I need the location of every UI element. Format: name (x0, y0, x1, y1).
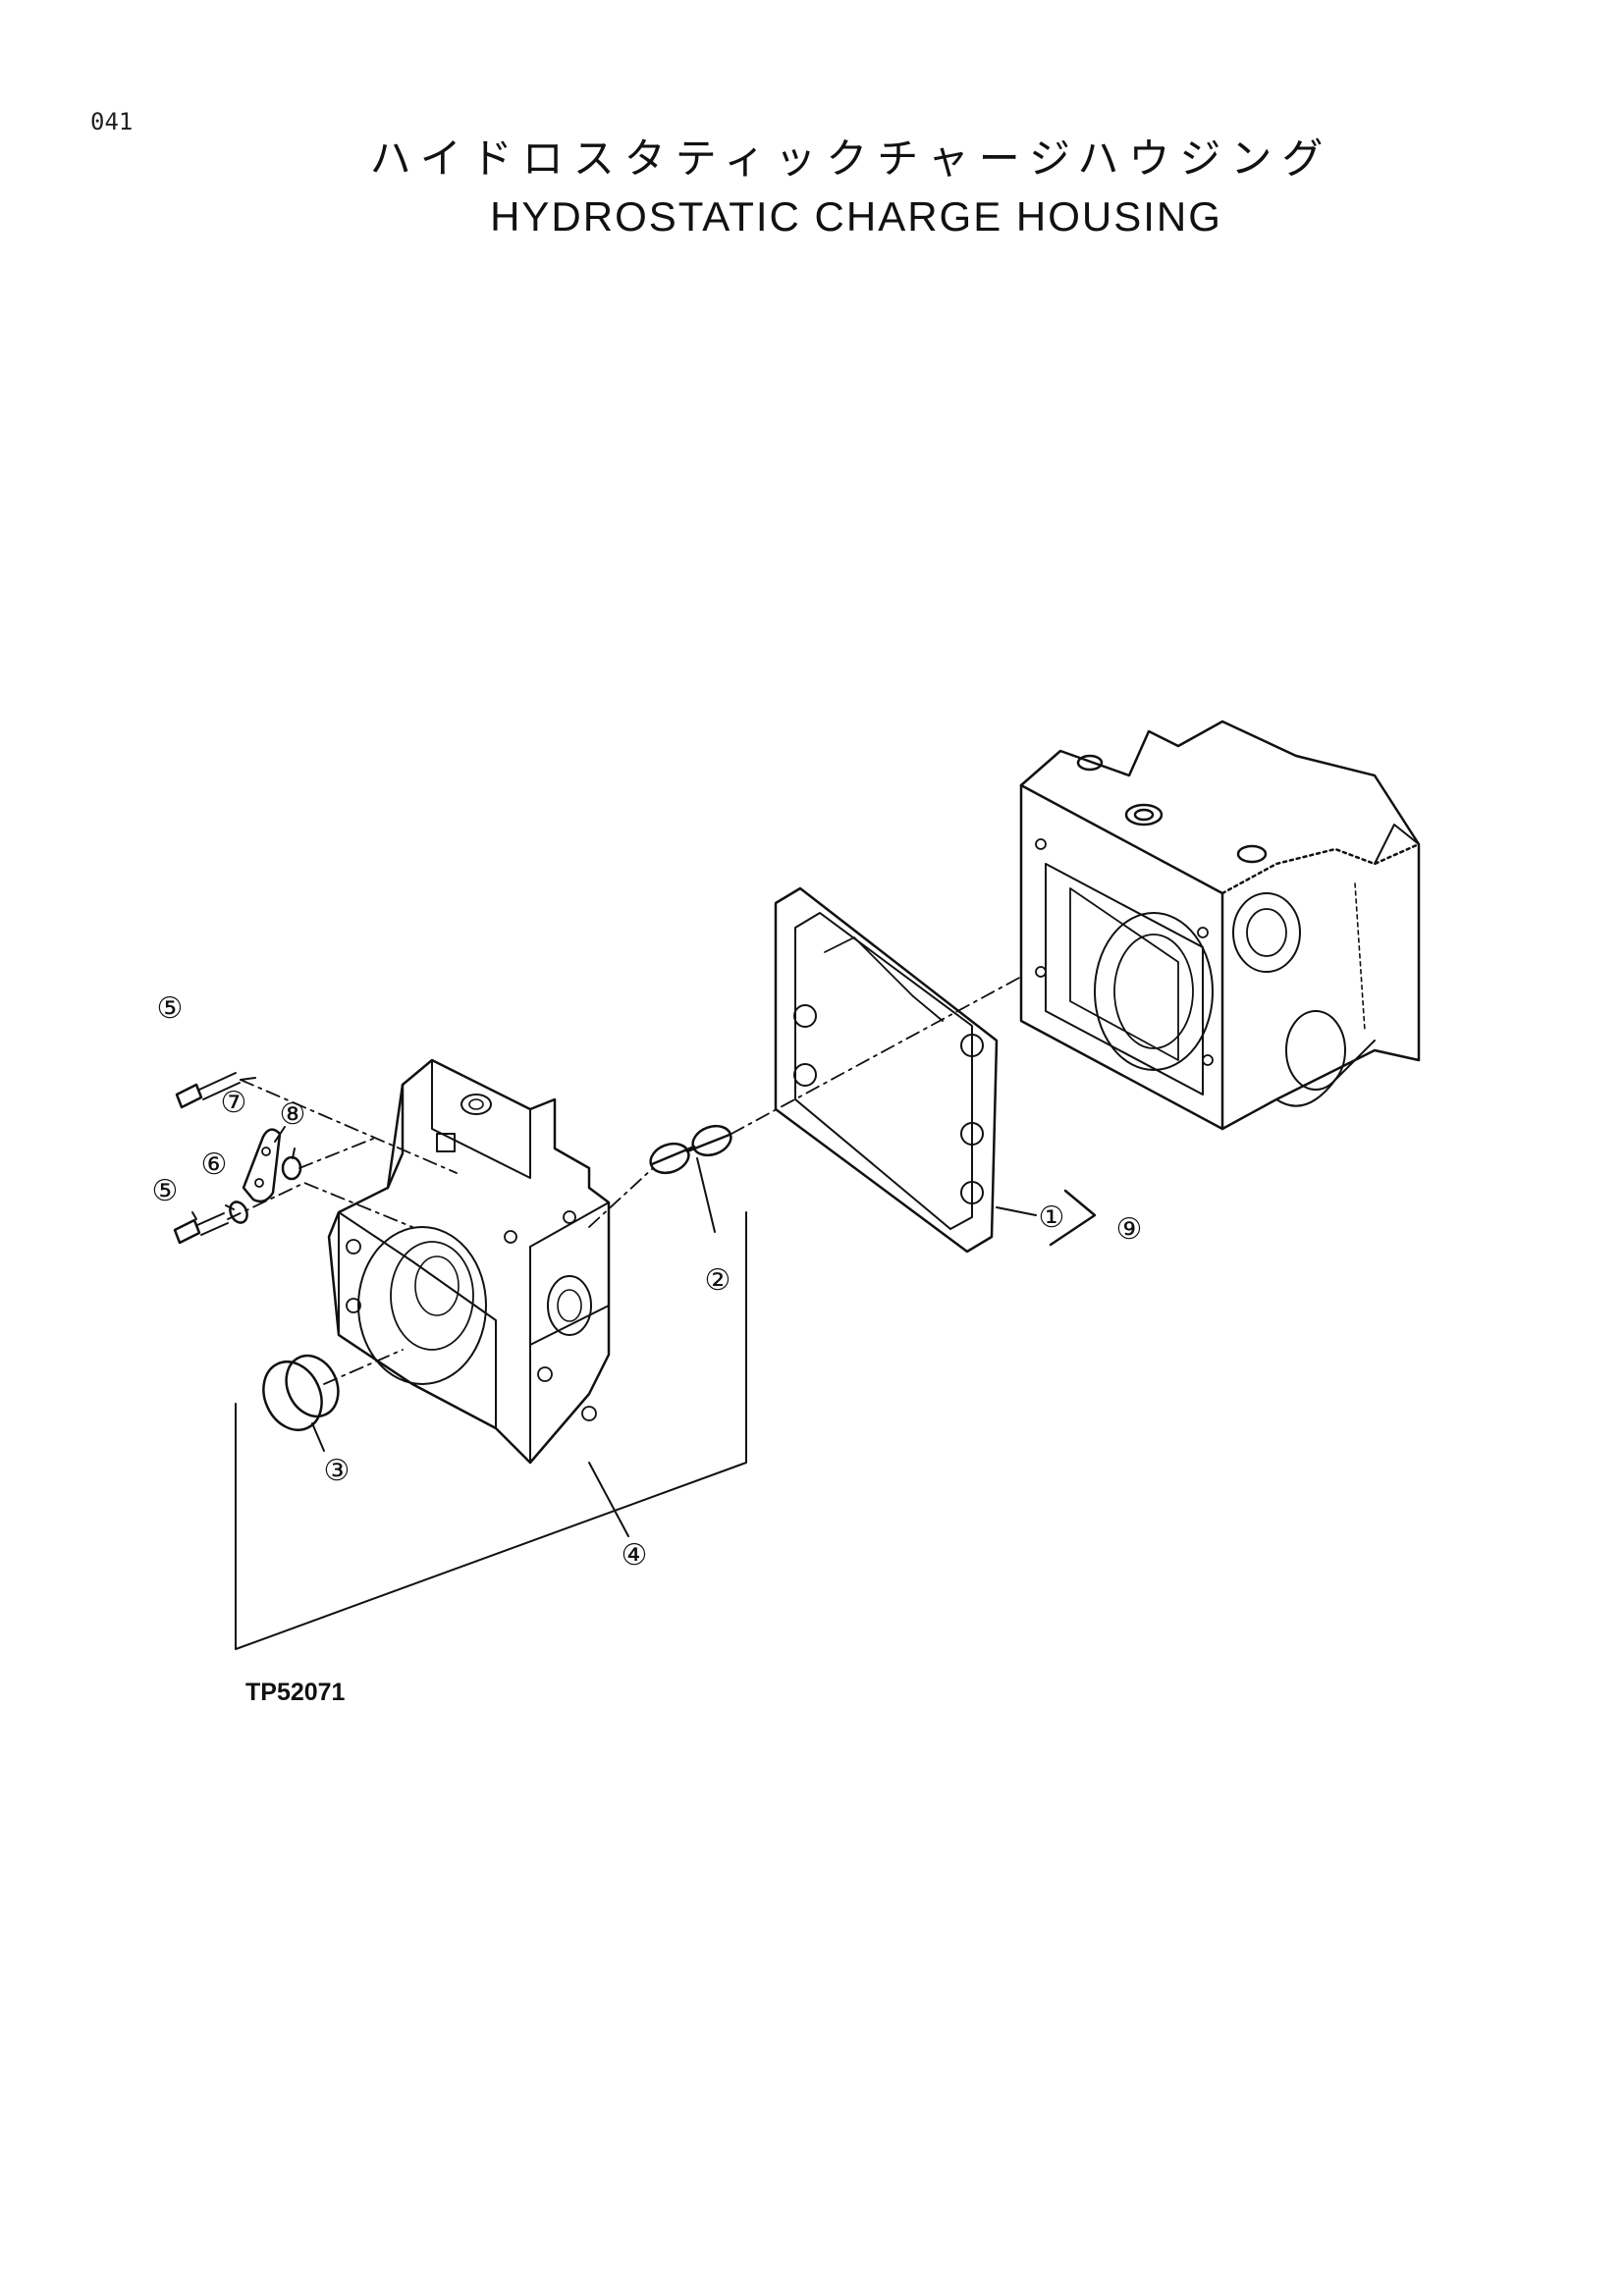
charge-housing (327, 1058, 611, 1465)
callout-item-7: ⑦ (221, 1086, 247, 1120)
callout-item-4: ④ (622, 1538, 648, 1573)
callouts: ⑤ ⑦ ⑧ ⑥ ⑤ ② ③ ④ ① ⑨ (152, 991, 1143, 1573)
title-english: HYDROSTATIC CHARGE HOUSING (490, 193, 1222, 240)
bolt-upper (175, 1072, 241, 1109)
plug (281, 1155, 302, 1181)
bushing (649, 1124, 732, 1175)
callout-item-2: ② (705, 1263, 731, 1298)
callout-item-8: ⑧ (280, 1097, 306, 1132)
callout-item-3: ③ (324, 1454, 351, 1488)
callout-item-9: ⑨ (1116, 1212, 1143, 1247)
callout-item-5a: ⑤ (157, 991, 184, 1026)
callout-item-1: ① (1039, 1201, 1065, 1235)
title-japanese: ハイドロスタティックチャージハウジング (369, 134, 1333, 183)
page-number: 041 (90, 108, 134, 135)
page-title: ハイドロスタティックチャージハウジング HYDROSTATIC CHARGE H… (0, 126, 1624, 240)
assembly-axes (227, 976, 1022, 1385)
figure-code: TP52071 (245, 1679, 346, 1706)
callout-item-6: ⑥ (201, 1148, 228, 1182)
plate (242, 1128, 282, 1203)
callout-item-5b: ⑤ (152, 1174, 179, 1208)
leader-lines (191, 1077, 1097, 1650)
pump-housing (1019, 720, 1421, 1131)
seal-ring (262, 1354, 340, 1431)
bolt-lower (173, 1212, 229, 1245)
gasket (774, 886, 999, 1254)
washer (229, 1201, 248, 1224)
